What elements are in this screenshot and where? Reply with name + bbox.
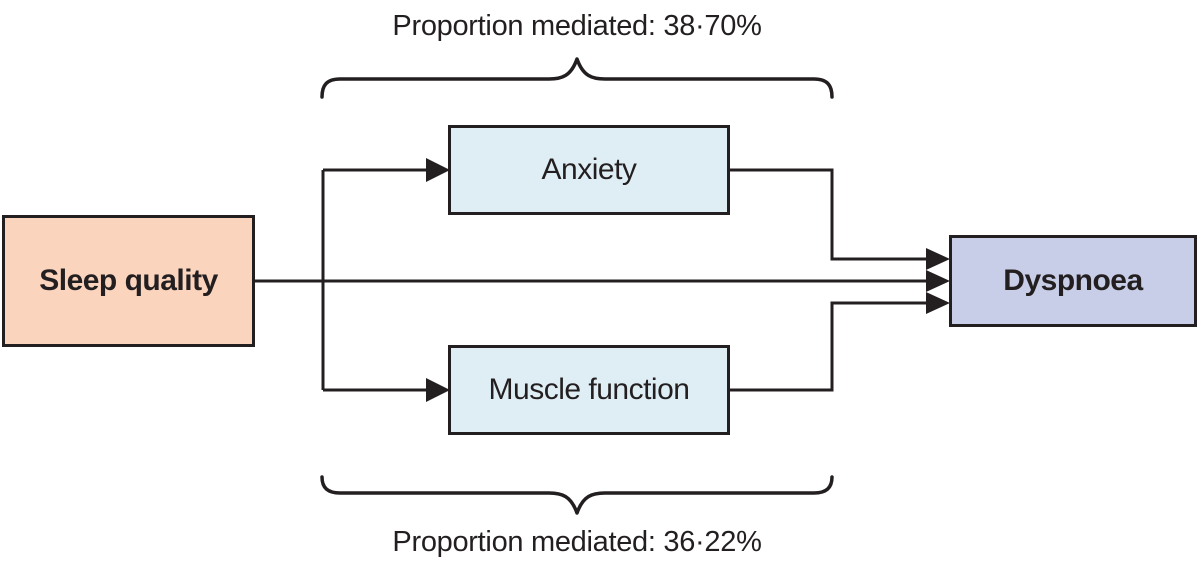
arrowhead-into-outcome-middle-icon <box>926 270 950 292</box>
node-anxiety-label: Anxiety <box>541 153 637 186</box>
node-muscle-function-label: Muscle function <box>488 373 690 406</box>
node-dyspnoea-label: Dyspnoea <box>1003 264 1143 297</box>
arrowhead-into-anxiety-icon <box>426 158 450 182</box>
arrowhead-into-outcome-bottom-icon <box>926 292 950 314</box>
top-brace <box>320 57 834 99</box>
node-sleep-quality: Sleep quality <box>2 215 255 347</box>
anxiety-to-outcome-line <box>730 168 928 261</box>
muscle-to-outcome-line <box>730 301 928 392</box>
node-sleep-quality-label: Sleep quality <box>39 264 218 297</box>
bottom-brace <box>320 475 834 515</box>
arrowhead-into-outcome-top-icon <box>926 248 950 270</box>
proportion-mediated-top-label: Proportion mediated: 38·70% <box>392 10 762 42</box>
arrowhead-into-muscle-icon <box>426 378 450 402</box>
node-dyspnoea: Dyspnoea <box>949 235 1197 327</box>
node-anxiety: Anxiety <box>448 125 730 215</box>
node-muscle-function: Muscle function <box>448 345 730 435</box>
proportion-mediated-bottom-label: Proportion mediated: 36·22% <box>392 526 762 558</box>
